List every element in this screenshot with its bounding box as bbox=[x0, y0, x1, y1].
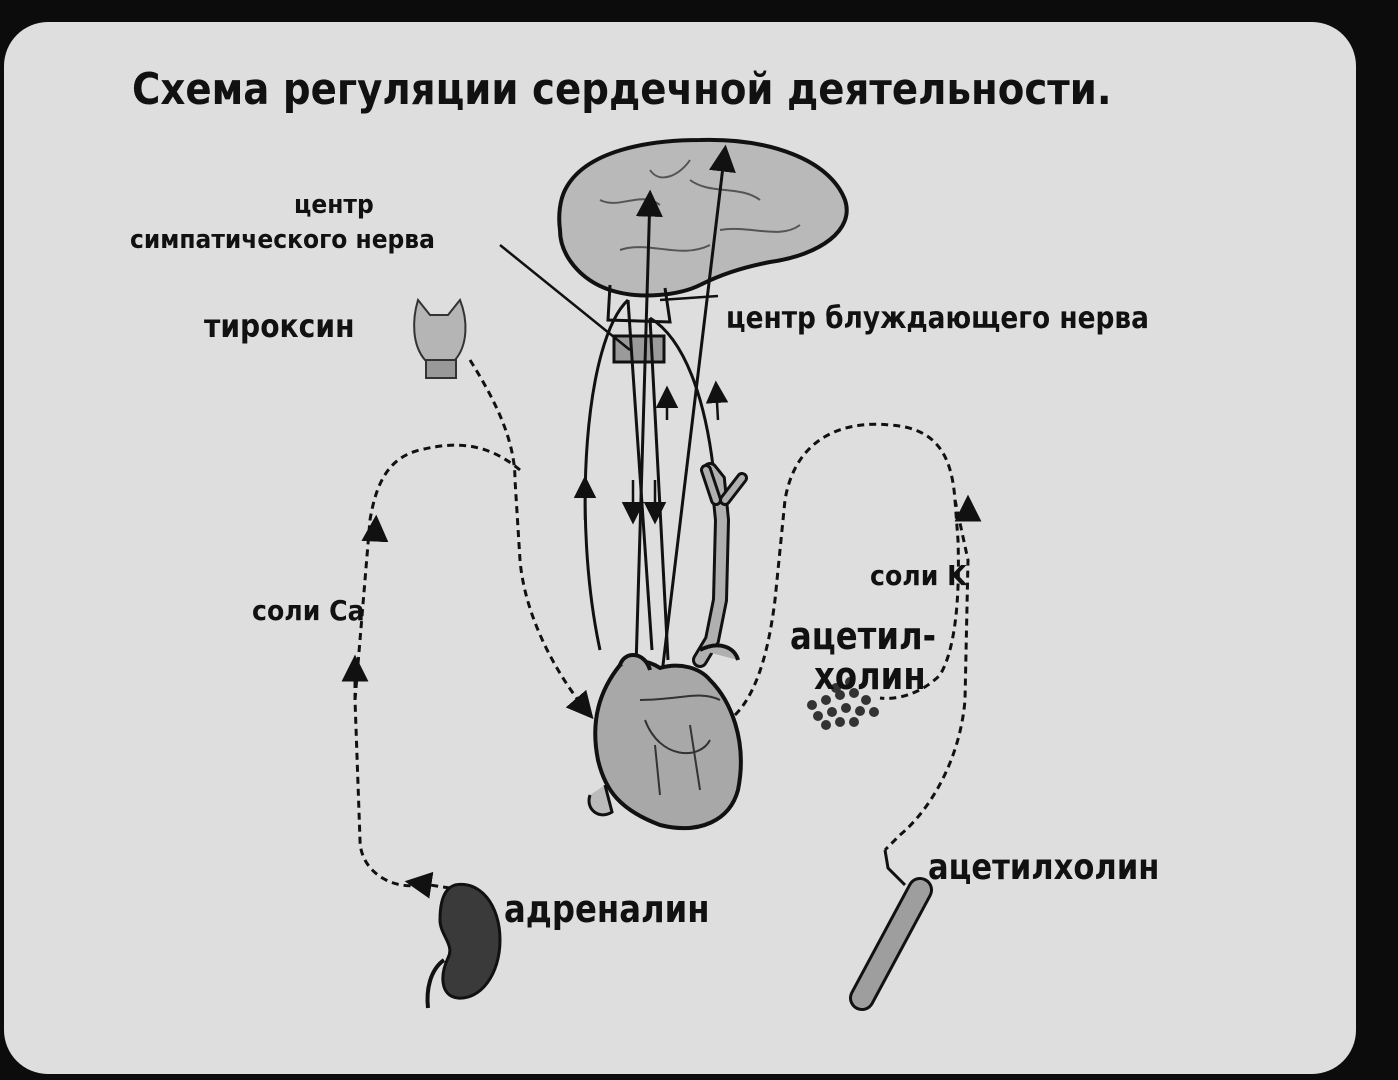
label-acetylcholine: ацетилхолин bbox=[928, 847, 1160, 888]
acetylcholine-particles-icon bbox=[807, 677, 879, 730]
brain-icon bbox=[557, 137, 849, 364]
label-sympathetic-center-line1: центр bbox=[294, 190, 374, 220]
label-adrenaline: адреналин bbox=[504, 887, 710, 931]
slide-frame: Схема регуляции сердечной деятельности. … bbox=[4, 22, 1356, 1074]
aorta-icon bbox=[692, 462, 748, 668]
kidney-icon bbox=[425, 882, 502, 1009]
humoral-pathways bbox=[341, 359, 982, 899]
nerve-fiber-connector bbox=[883, 849, 907, 887]
page-title: Схема регуляции сердечной деятельности. bbox=[132, 64, 1112, 115]
label-thyroxine: тироксин bbox=[204, 307, 355, 345]
label-acetylcholine-line2: холин bbox=[814, 654, 926, 698]
regulation-diagram bbox=[341, 137, 982, 1011]
label-sympathetic-center-line2: симпатического нерва bbox=[130, 225, 435, 255]
heart-icon bbox=[587, 643, 743, 831]
label-potassium-salts: соли K bbox=[870, 559, 967, 592]
thyroid-icon bbox=[413, 297, 467, 379]
nerve-fiber-icon bbox=[849, 877, 933, 1011]
label-vagus-center: центр блуждающего нерва bbox=[726, 301, 1149, 336]
label-calcium-salts: соли Ca bbox=[252, 594, 365, 627]
label-acetylcholine-line1: ацетил- bbox=[790, 614, 937, 658]
